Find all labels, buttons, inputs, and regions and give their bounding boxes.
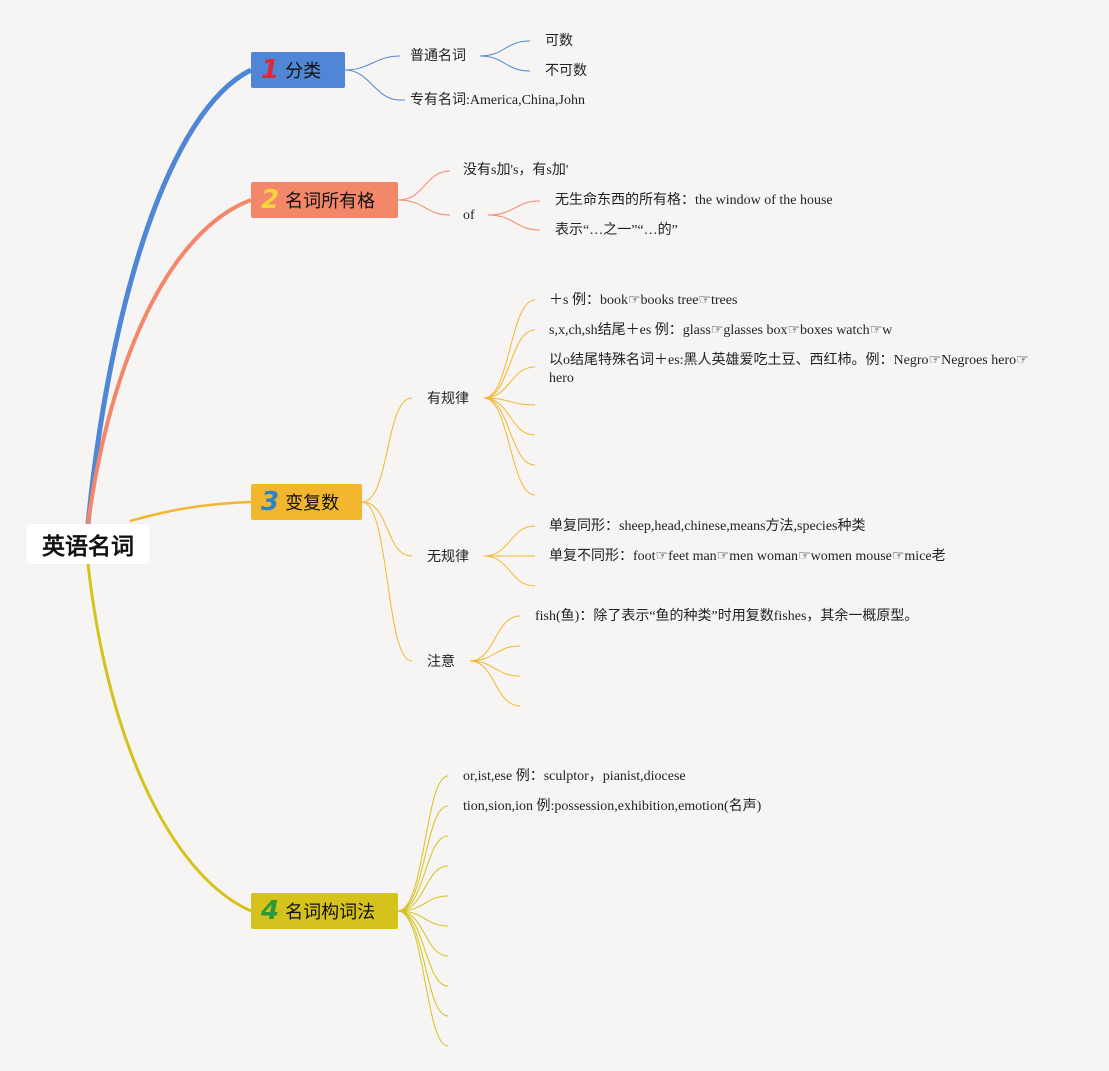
number-badge: 2 <box>261 185 280 215</box>
node-of-inanimate[interactable]: 无生命东西的所有格：the window of the house <box>555 193 833 208</box>
node-proper-noun[interactable]: 专有名词:America,China,John <box>410 93 585 108</box>
node-irregular-different[interactable]: 单复不同形：foot☞feet man☞men woman☞women mous… <box>549 549 946 564</box>
node-note-fish[interactable]: fish(鱼)：除了表示“鱼的种类”时用复数fishes，其余一概原型。 <box>535 609 919 624</box>
number-badge: 4 <box>261 896 280 926</box>
branch-label: 名词构词法 <box>285 902 376 923</box>
node-suffix-noun[interactable]: tion,sion,ion 例:possession,exhibition,em… <box>463 799 762 814</box>
branch-plural[interactable]: 3 变复数 <box>251 484 362 520</box>
root-label: 英语名词 <box>42 534 134 560</box>
node-regular-es[interactable]: s,x,ch,sh结尾＋es 例：glass☞glasses box☞boxes… <box>549 323 893 338</box>
node-irregular-same[interactable]: 单复同形：sheep,head,chinese,means方法,species种… <box>549 519 866 534</box>
number-badge: 3 <box>261 487 280 517</box>
branch-possessive[interactable]: 2 名词所有格 <box>251 182 398 218</box>
node-regular[interactable]: 有规律 <box>427 391 469 407</box>
branch-word-formation[interactable]: 4 名词构词法 <box>251 893 398 929</box>
node-of[interactable]: of <box>463 208 475 223</box>
node-s-rule[interactable]: 没有s加's，有s加' <box>463 163 569 178</box>
node-regular-s[interactable]: ＋s 例：book☞books tree☞trees <box>549 293 738 308</box>
branch-label: 分类 <box>285 61 322 82</box>
node-irregular[interactable]: 无规律 <box>427 549 469 565</box>
node-regular-o-es[interactable]: 以o结尾特殊名词＋es:黑人英雄爱吃土豆、西红柿。例：Negro☞Negroes… <box>549 353 1029 386</box>
node-uncountable[interactable]: 不可数 <box>545 63 587 79</box>
number-badge: 1 <box>261 55 280 85</box>
branch-classification[interactable]: 1 分类 <box>251 52 345 88</box>
branch-label: 变复数 <box>285 493 340 514</box>
node-of-meaning[interactable]: 表示“…之一”“…的” <box>555 223 678 238</box>
node-suffix-person[interactable]: or,ist,ese 例：sculptor，pianist,diocese <box>463 769 686 784</box>
node-note[interactable]: 注意 <box>427 654 455 670</box>
node-countable[interactable]: 可数 <box>545 33 573 49</box>
node-common-noun[interactable]: 普通名词 <box>410 48 466 64</box>
branch-label: 名词所有格 <box>285 191 376 212</box>
root-node[interactable]: 英语名词 <box>26 524 150 564</box>
